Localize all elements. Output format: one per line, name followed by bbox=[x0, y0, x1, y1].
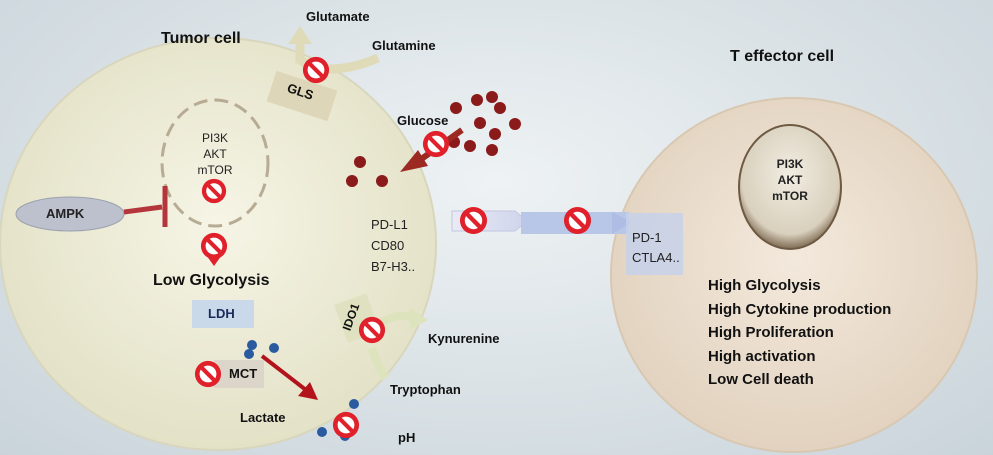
tumor-nucleus bbox=[160, 98, 270, 228]
t-cell-effects: High Glycolysis High Cytokine production… bbox=[708, 274, 891, 392]
t-cell-nucleus bbox=[738, 124, 842, 250]
t-cell-akt: AKT bbox=[777, 173, 803, 187]
no-symbol-icon bbox=[460, 207, 487, 234]
tumor-ligands: PD-L1 CD80 B7-H3.. bbox=[371, 214, 415, 277]
lactate-arrow bbox=[260, 354, 308, 392]
kynurenine-label: Kynurenine bbox=[428, 331, 500, 346]
receptor-pd1: PD-1 bbox=[632, 230, 662, 245]
tumor-mtor: mTOR bbox=[197, 163, 233, 177]
tumor-cell-title: Tumor cell bbox=[161, 30, 241, 47]
gls-box bbox=[266, 70, 338, 122]
tryptophan-label: Tryptophan bbox=[390, 382, 461, 397]
glutamate-label: Glutamate bbox=[306, 9, 370, 24]
arrow-icon bbox=[298, 382, 318, 400]
arrow-icon bbox=[400, 150, 428, 172]
inhibition-bar-icon bbox=[123, 186, 168, 227]
effect-low-cell-death: Low Cell death bbox=[708, 371, 814, 388]
arrow-icon bbox=[288, 26, 312, 44]
effect-high-glycolysis: High Glycolysis bbox=[708, 277, 821, 294]
effect-high-proliferation: High Proliferation bbox=[708, 324, 834, 341]
ph-label: pH bbox=[398, 430, 416, 445]
glucose-label: Glucose bbox=[397, 113, 449, 128]
ampk-label: AMPK bbox=[46, 206, 85, 221]
no-symbol-icon bbox=[359, 317, 385, 343]
no-symbol-icon bbox=[201, 233, 227, 259]
ligand-b7h3: B7-H3.. bbox=[371, 259, 416, 274]
no-symbol-icon bbox=[303, 57, 329, 83]
ldh-box bbox=[192, 300, 254, 328]
tryptophan-arrow bbox=[368, 346, 390, 381]
tumor-nucleus-labels: PI3K AKT mTOR bbox=[186, 130, 244, 178]
ligand-cd80: CD80 bbox=[371, 238, 405, 253]
ampk-pill bbox=[15, 196, 125, 232]
ligand-pdl1: PD-L1 bbox=[371, 217, 408, 232]
no-symbol-icon bbox=[333, 412, 359, 438]
t-cell-receptors: PD-1 CTLA4.. bbox=[632, 228, 680, 268]
no-symbol-icon bbox=[564, 207, 591, 234]
glucose-molecules bbox=[346, 91, 521, 187]
t-cell-nucleus-labels: PI3K AKT mTOR bbox=[762, 156, 818, 204]
tumor-pi3k: PI3K bbox=[201, 131, 228, 145]
t-cell-membrane bbox=[610, 97, 978, 453]
no-symbol-icon bbox=[201, 178, 227, 204]
no-symbol-icon bbox=[195, 361, 221, 387]
ldh-label: LDH bbox=[208, 306, 235, 321]
lactate-label: Lactate bbox=[240, 410, 286, 425]
tumor-akt: AKT bbox=[203, 147, 227, 161]
mct-label: MCT bbox=[229, 366, 258, 381]
glutamine-arrow bbox=[295, 42, 380, 74]
effect-high-activation: High activation bbox=[708, 347, 816, 365]
arrow-icon bbox=[410, 308, 428, 330]
t-cell-title: T effector cell bbox=[730, 48, 835, 65]
effect-high-cytokine: High Cytokine production bbox=[708, 300, 892, 318]
glutamine-label: Glutamine bbox=[372, 38, 436, 53]
no-symbol-icon bbox=[423, 131, 449, 157]
receptor-head bbox=[612, 212, 632, 234]
t-cell-pi3k: PI3K bbox=[776, 157, 804, 171]
low-glycolysis-label: Low Glycolysis bbox=[153, 272, 270, 289]
receptor-box bbox=[626, 213, 683, 275]
receptor-ctla4: CTLA4.. bbox=[632, 250, 680, 265]
t-cell-mtor: mTOR bbox=[772, 189, 808, 203]
mct-box bbox=[214, 360, 264, 388]
